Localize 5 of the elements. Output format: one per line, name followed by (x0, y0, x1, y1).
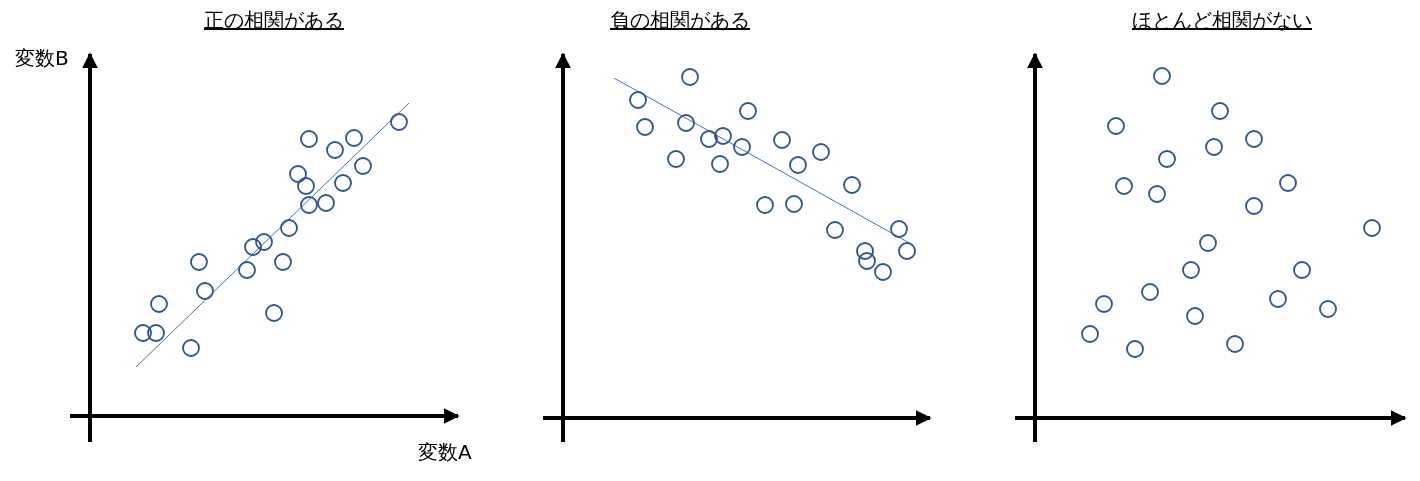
chart-title: 正の相関がある (204, 10, 344, 30)
axis-label: 変数B (15, 48, 69, 68)
chart-title: ほとんど相関がない (1132, 10, 1312, 30)
chart-title: 負の相関がある (610, 10, 750, 30)
axis-label: 変数A (418, 442, 472, 462)
